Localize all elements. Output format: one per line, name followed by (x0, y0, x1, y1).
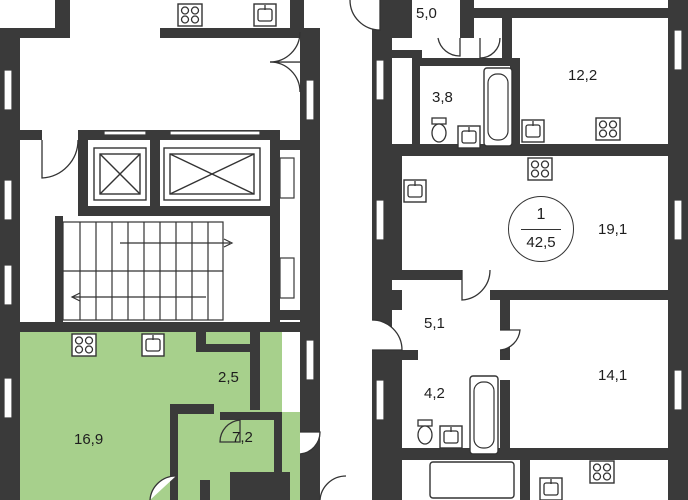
highlighted-apartment[interactable] (18, 332, 300, 500)
elevator-icon (93, 147, 261, 201)
door-icon (41, 0, 521, 500)
windows (3, 29, 683, 421)
apartment-badge: 1 42,5 (508, 196, 574, 262)
room-area-r9: 16,9 (74, 431, 104, 448)
room-area-r10: 7,2 (232, 429, 253, 446)
apartment-rooms-count: 1 (536, 206, 546, 223)
badge-divider (521, 229, 561, 230)
room-area-r1: 5,0 (416, 5, 437, 22)
bathtub-icon (429, 67, 515, 499)
room-area-r3: 3,8 (432, 89, 453, 106)
stairs-icon (62, 221, 234, 321)
room-area-r6: 14,1 (598, 367, 628, 384)
room-area-r8: 2,5 (218, 369, 239, 386)
room-area-r7: 4,2 (424, 385, 445, 402)
room-area-r5: 5,1 (424, 315, 445, 332)
room-area-r4: 19,1 (598, 221, 628, 238)
apartment-total-area: 42,5 (526, 234, 556, 251)
room-area-r2: 12,2 (568, 67, 598, 84)
